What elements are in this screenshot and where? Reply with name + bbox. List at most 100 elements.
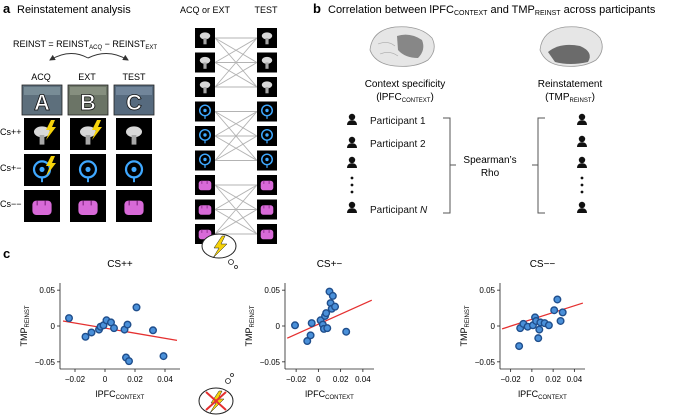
arrow-acq <box>49 53 89 61</box>
toaster-icon <box>198 180 212 191</box>
person-icon <box>347 113 357 125</box>
spearman-label: Spearman’s <box>463 155 516 166</box>
data-point <box>307 319 316 328</box>
acq-ext-trial <box>195 77 215 97</box>
participant-n-label: Participant N <box>370 205 428 216</box>
y-tick-label: 0 <box>51 322 56 331</box>
x-tick-label: 0 <box>530 375 535 384</box>
data-point <box>87 328 96 337</box>
data-point <box>550 306 559 315</box>
trial-link <box>214 111 258 137</box>
acq-ext-trial <box>195 126 215 146</box>
shock-icon <box>92 120 102 140</box>
plot-title: CS+− <box>317 259 343 270</box>
data-point <box>159 352 168 361</box>
person-icon <box>577 113 587 125</box>
regression-line <box>286 299 373 339</box>
no-shock-thought-bubble <box>198 373 234 415</box>
y-tick-label: −0.05 <box>260 358 281 367</box>
x-tick-label: 0.04 <box>157 375 173 384</box>
trial-link <box>214 62 258 88</box>
trial-link <box>214 135 258 161</box>
trial-link <box>214 209 258 235</box>
row-label-cs-minus-minus: Cs−− <box>0 199 22 209</box>
panel-b-title: Correlation between lPFCCONTEXT and TMPR… <box>328 4 656 17</box>
toaster-icon <box>260 229 274 240</box>
x-tick-label: 0.02 <box>127 375 143 384</box>
data-point <box>515 342 524 351</box>
x-tick-label: 0.04 <box>355 375 371 384</box>
reinstatement-measure: (TMPREINST) <box>545 92 595 104</box>
left-bracket <box>443 117 456 214</box>
shock-icon <box>46 156 56 176</box>
test-trial <box>257 150 277 171</box>
data-point <box>535 325 544 334</box>
reinstatement-label: Reinstatement <box>538 79 603 90</box>
plot-title: CS−− <box>530 259 556 270</box>
header-acq-or-ext: ACQ or EXT <box>180 5 231 15</box>
data-point <box>291 321 300 330</box>
data-point <box>328 291 337 300</box>
header-test: TEST <box>254 5 278 15</box>
data-point <box>322 309 331 318</box>
acq-ext-trial <box>195 175 215 195</box>
toaster-icon <box>31 199 53 216</box>
x-tick-label: −0.02 <box>286 375 307 384</box>
context-specificity-measure: (lPFCCONTEXT) <box>376 92 434 104</box>
y-tick-label: 0.05 <box>39 286 55 295</box>
data-point <box>558 308 567 317</box>
toaster-icon <box>260 180 274 191</box>
context-letter-a: A <box>34 90 50 115</box>
x-tick-label: −0.02 <box>65 375 86 384</box>
acq-ext-trial <box>195 150 215 171</box>
y-axis-label: TMPREINST <box>244 305 256 346</box>
stimulus-grid <box>24 118 152 222</box>
row-label-cs-plus-minus: Cs+− <box>0 163 22 173</box>
data-point <box>148 326 157 335</box>
trial-link <box>214 184 258 235</box>
shock-thought-bubble <box>201 233 238 269</box>
data-point <box>109 324 118 333</box>
x-tick-label: 0.04 <box>567 375 583 384</box>
y-tick-label: 0 <box>491 322 496 331</box>
data-point <box>303 337 312 346</box>
x-tick-label: 0 <box>103 375 108 384</box>
shock-icon <box>212 235 228 259</box>
data-point <box>132 303 141 312</box>
trial-link <box>214 37 258 88</box>
person-icon <box>577 135 587 147</box>
x-tick-label: 0.02 <box>545 375 561 384</box>
rho-label: Rho <box>481 168 500 179</box>
y-axis-label: TMPREINST <box>459 305 471 346</box>
col-header-test: TEST <box>122 72 146 82</box>
col-header-ext: EXT <box>78 72 96 82</box>
panel-a-title: Reinstatement analysis <box>17 4 131 16</box>
trial-link <box>214 37 258 63</box>
person-icon <box>347 136 357 148</box>
test-trial <box>257 224 277 244</box>
panel-letter-b: b <box>313 1 321 16</box>
toaster-icon <box>198 204 212 216</box>
reinstatement-participants <box>577 113 587 213</box>
context-specificity-label: Context specificity <box>365 79 446 90</box>
brain-tmp-image <box>539 26 603 67</box>
acq-ext-trial <box>195 199 215 220</box>
panel-letter-a: a <box>3 1 11 16</box>
trial-columns <box>195 28 277 244</box>
x-tick-label: −0.02 <box>501 375 522 384</box>
data-point <box>556 316 565 325</box>
x-axis-label: lPFCCONTEXT <box>96 389 145 401</box>
row-labels: Cs++ Cs+− Cs−− <box>0 127 22 209</box>
arrow-ext <box>87 53 129 61</box>
column-headers: ACQ EXT TEST <box>31 72 146 82</box>
data-point <box>342 327 351 336</box>
person-icon <box>577 201 587 213</box>
acq-ext-trial <box>195 101 215 122</box>
participant-2-label: Participant 2 <box>370 139 426 150</box>
acq-ext-trial <box>195 52 215 73</box>
test-trial <box>257 175 277 195</box>
data-point <box>534 334 543 343</box>
data-point <box>544 321 553 330</box>
